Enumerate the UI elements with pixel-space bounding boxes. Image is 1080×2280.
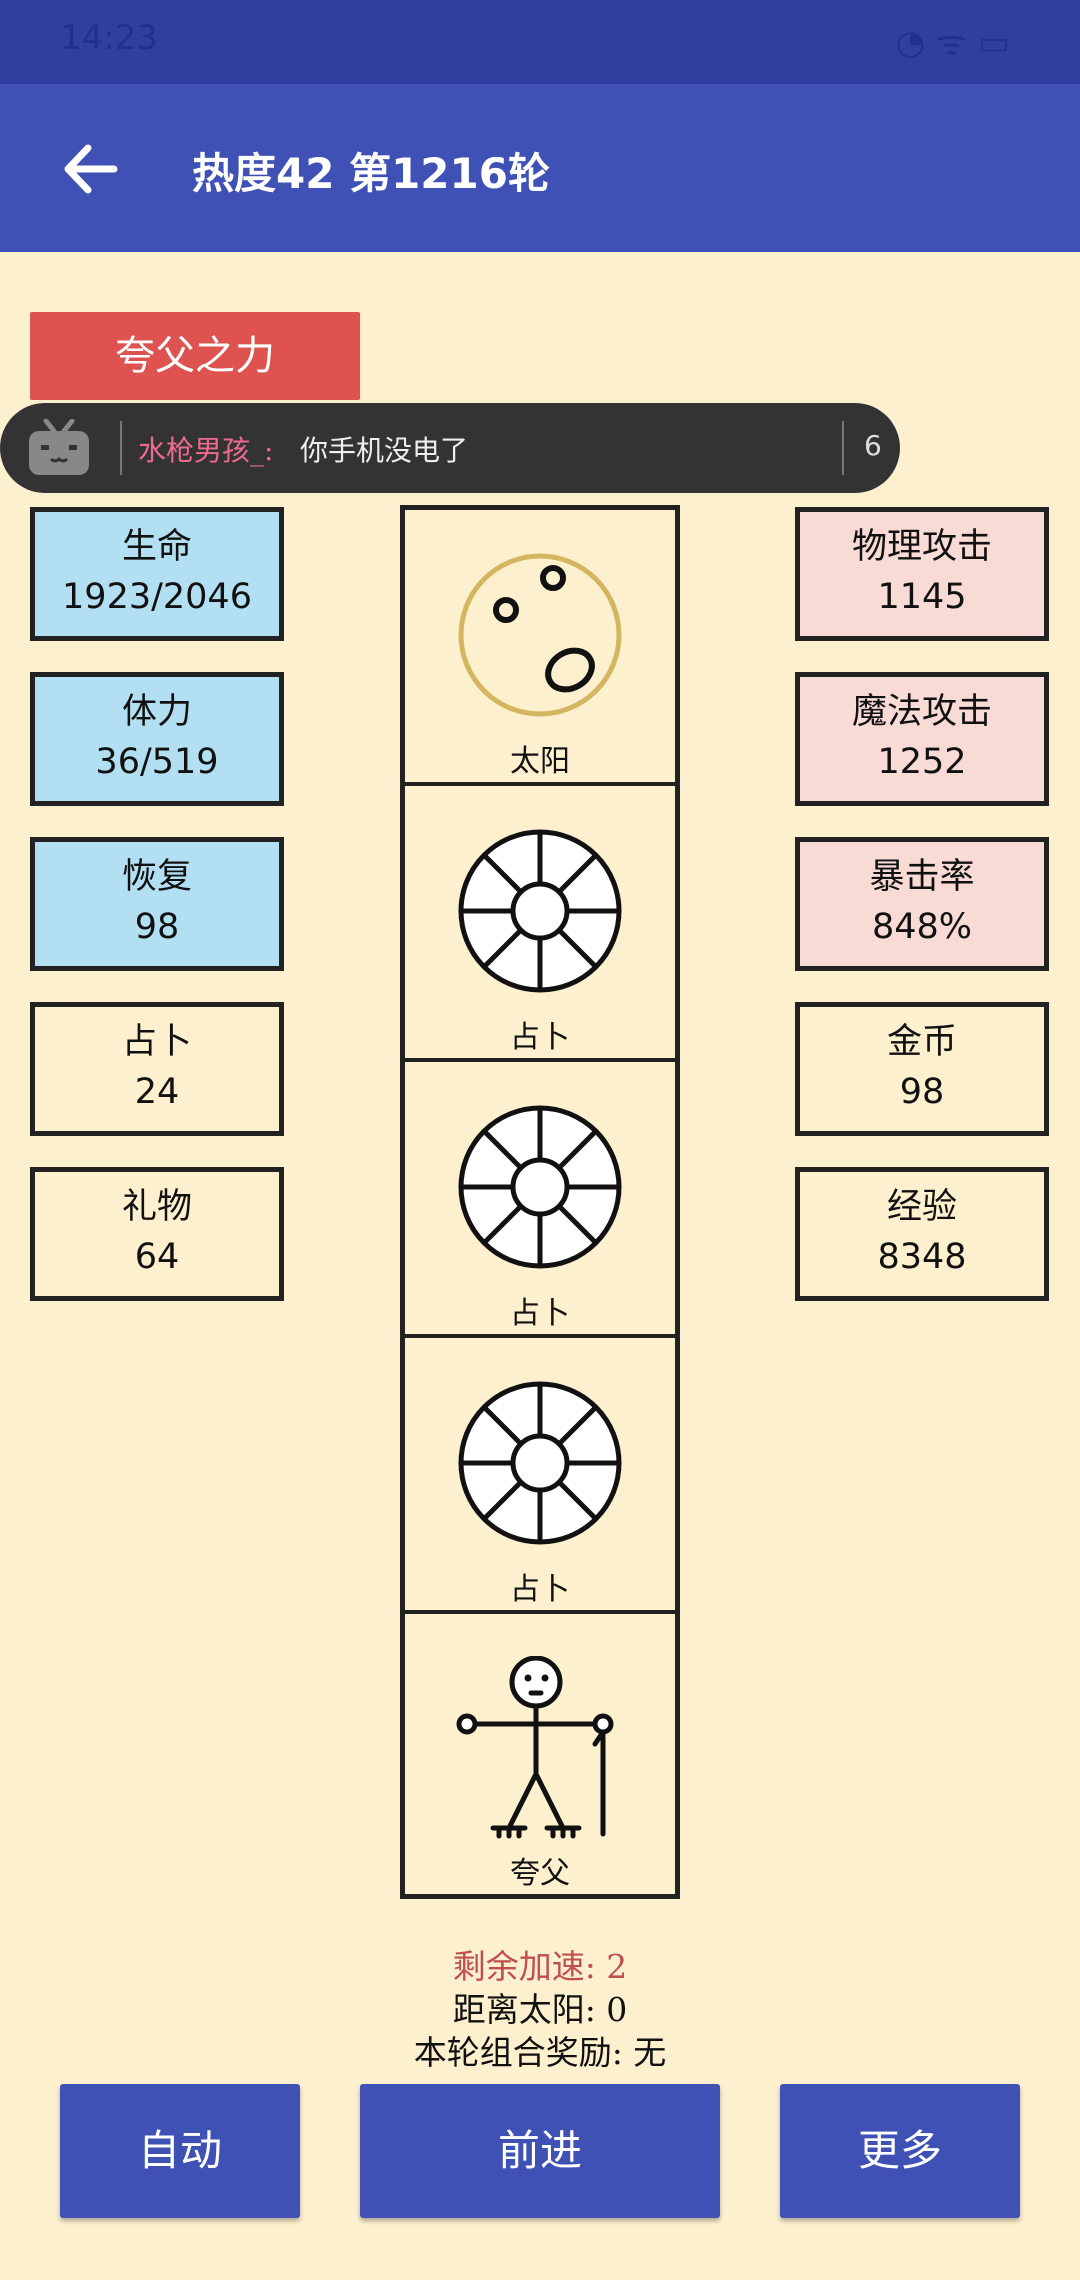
stat-value: 1252 bbox=[877, 742, 967, 782]
divider bbox=[842, 421, 844, 475]
stat-value: 64 bbox=[134, 1237, 180, 1277]
stat-label: 恢复 bbox=[121, 857, 192, 897]
stat-value: 1145 bbox=[877, 577, 967, 617]
cell-label: 占卜 bbox=[510, 1020, 570, 1055]
stat-value: 24 bbox=[134, 1072, 180, 1112]
app-bar: 热度42 第1216轮 bbox=[0, 84, 1080, 252]
cell-label: 夸父 bbox=[510, 1856, 570, 1891]
more-button[interactable]: 更多 bbox=[780, 2084, 1020, 2218]
stat-crit-rate: 暴击率 848% bbox=[795, 837, 1049, 971]
stat-divination: 占卜 24 bbox=[30, 1002, 284, 1136]
combo-reward: 本轮组合奖励: 无 bbox=[413, 2033, 667, 2072]
stat-stamina: 体力 36/519 bbox=[30, 672, 284, 806]
divination-wheel-icon bbox=[458, 829, 622, 993]
stat-value: 848% bbox=[871, 907, 973, 947]
stat-recovery: 恢复 98 bbox=[30, 837, 284, 971]
stat-gift: 礼物 64 bbox=[30, 1167, 284, 1301]
stat-label: 物理攻击 bbox=[851, 527, 992, 567]
board-cell-divination[interactable]: 占卜 bbox=[405, 1062, 675, 1338]
stat-value: 1923/2046 bbox=[62, 577, 252, 617]
status-icons: ◔ ᯤ ▭ bbox=[895, 23, 1010, 63]
stat-experience: 经验 8348 bbox=[795, 1167, 1049, 1301]
stat-label: 金币 bbox=[886, 1022, 957, 1062]
status-bar: 14:23 ◔ ᯤ ▭ bbox=[0, 0, 1080, 84]
board-cell-divination[interactable]: 占卜 bbox=[405, 1338, 675, 1614]
stat-label: 经验 bbox=[886, 1187, 957, 1227]
stat-value: 8348 bbox=[877, 1237, 967, 1277]
kuafu-stick-figure-icon bbox=[456, 1656, 614, 1839]
kuafu-power-button[interactable]: 夸父之力 bbox=[30, 312, 360, 400]
divination-wheel-icon bbox=[458, 1105, 622, 1269]
stat-label: 魔法攻击 bbox=[851, 692, 992, 732]
stat-label: 体力 bbox=[121, 692, 192, 732]
stat-value: 36/519 bbox=[95, 742, 219, 782]
stat-life: 生命 1923/2046 bbox=[30, 507, 284, 641]
cell-label: 太阳 bbox=[510, 744, 570, 779]
cell-label: 占卜 bbox=[510, 1572, 570, 1607]
stat-label: 占卜 bbox=[121, 1022, 192, 1062]
stat-value: 98 bbox=[134, 907, 180, 947]
divination-wheel-icon bbox=[458, 1381, 622, 1545]
stat-value: 98 bbox=[899, 1072, 945, 1112]
sun-icon bbox=[458, 553, 622, 717]
auto-button[interactable]: 自动 bbox=[60, 2084, 300, 2218]
danmaku-count: 6 bbox=[864, 429, 882, 462]
forward-button[interactable]: 前进 bbox=[360, 2084, 720, 2218]
danmaku-message: 你手机没电了 bbox=[300, 434, 469, 467]
danmaku-bar: 水枪男孩_: 你手机没电了 6 bbox=[0, 403, 900, 493]
bilibili-tv-icon bbox=[29, 419, 89, 475]
distance-to-sun: 距离太阳: 0 bbox=[452, 1990, 628, 2029]
board-cell-divination[interactable]: 占卜 bbox=[405, 786, 675, 1062]
speedup-remaining: 剩余加速: 2 bbox=[452, 1947, 628, 1986]
stat-label: 生命 bbox=[121, 527, 192, 567]
stat-gold: 金币 98 bbox=[795, 1002, 1049, 1136]
game-board: 太阳 占卜 占卜 bbox=[400, 505, 680, 1899]
board-cell-sun[interactable]: 太阳 bbox=[405, 510, 675, 786]
stat-label: 暴击率 bbox=[869, 857, 975, 897]
stat-magic-attack: 魔法攻击 1252 bbox=[795, 672, 1049, 806]
danmaku-user: 水枪男孩_: bbox=[138, 434, 274, 467]
stat-label: 礼物 bbox=[121, 1187, 192, 1227]
page-title: 热度42 第1216轮 bbox=[192, 149, 550, 198]
divider bbox=[120, 421, 122, 475]
cell-label: 占卜 bbox=[510, 1296, 570, 1331]
stat-physical-attack: 物理攻击 1145 bbox=[795, 507, 1049, 641]
back-arrow-icon[interactable] bbox=[60, 142, 120, 196]
board-cell-kuafu[interactable]: 夸父 bbox=[405, 1614, 675, 1894]
status-time: 14:23 bbox=[60, 18, 158, 58]
